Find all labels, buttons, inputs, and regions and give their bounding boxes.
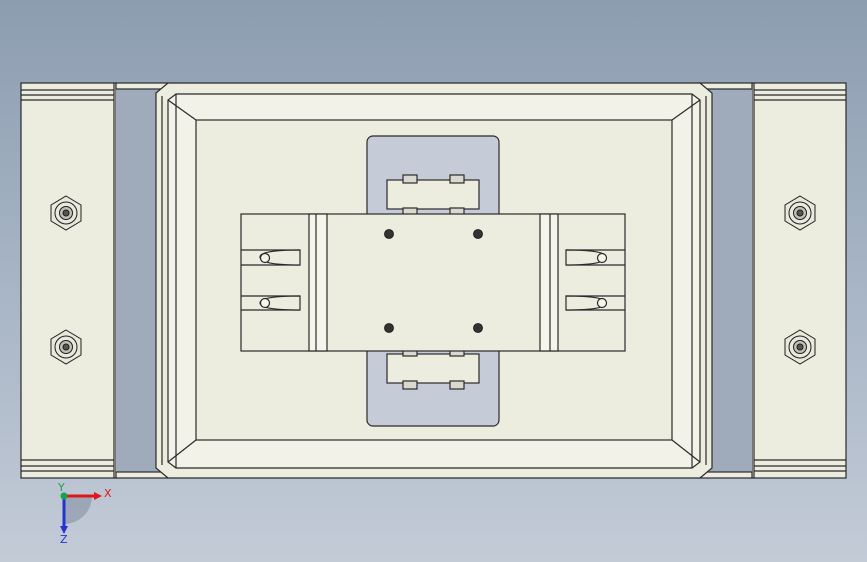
hex-nut-icon [784, 195, 816, 231]
top-clamp-block[interactable] [386, 174, 480, 217]
bottom-right-connector [699, 471, 753, 479]
top-left-connector [115, 82, 169, 90]
left-gap [116, 88, 158, 473]
hex-nut-icon [784, 329, 816, 365]
y-axis-label: Y [57, 481, 65, 494]
bottom-left-connector [115, 471, 169, 479]
screw-icon [384, 229, 394, 239]
coordinate-triad-icon[interactable]: X Y Z [57, 481, 112, 546]
x-axis-label: X [104, 487, 112, 500]
left-side-rail[interactable] [20, 82, 117, 479]
screw-icon [384, 323, 394, 333]
hex-nut-icon [50, 329, 82, 365]
z-axis-label: Z [60, 533, 68, 546]
center-plate[interactable] [240, 213, 626, 352]
screw-icon [473, 229, 483, 239]
right-side-rail[interactable] [751, 82, 847, 479]
screw-icon [473, 323, 483, 333]
bottom-clamp-block[interactable] [386, 347, 480, 390]
right-gap [710, 88, 752, 473]
hex-nut-icon [50, 195, 82, 231]
top-right-connector [699, 82, 753, 90]
